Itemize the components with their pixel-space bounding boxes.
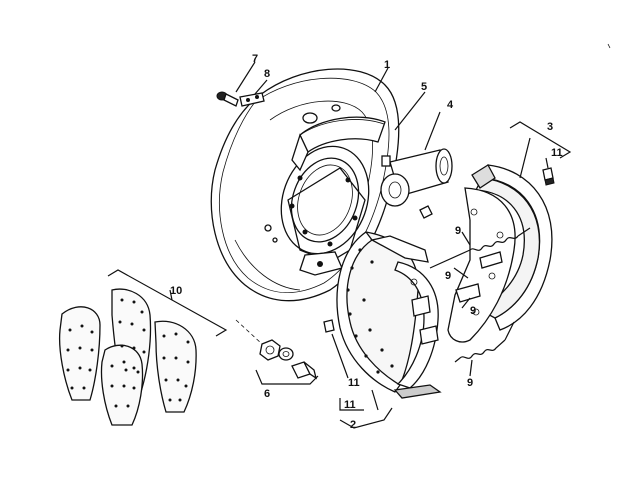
callout-3: 3 [547,121,553,133]
return-spring-lower [454,321,515,363]
callout-8: 8 [264,68,270,80]
adjuster-link [455,251,503,303]
callout-7: 7 [252,53,258,65]
callout-9-b: 9 [445,270,451,282]
callout-9-c: 9 [470,305,476,317]
stray-mark [607,43,611,49]
callout-11-c: 11 [344,399,356,411]
callout-labels: 1 2 3 4 5 6 7 8 9 9 9 9 10 11 11 11 [170,53,563,431]
callout-10: 10 [170,285,182,297]
linings-kit [58,288,197,426]
lock-plate-8 [239,92,265,107]
callout-9-d: 9 [467,377,473,389]
wheel-cylinder [380,148,453,219]
callout-6: 6 [264,388,270,400]
pin-11-right [542,167,555,186]
callout-5: 5 [421,81,427,93]
hub-flange [280,145,370,276]
dust-cover [291,116,386,172]
fastener-set-6 [235,319,318,380]
callout-9-a: 9 [455,225,461,237]
return-spring-upper [429,227,531,269]
callout-2: 2 [350,419,356,431]
pin-11-left [323,319,335,333]
callout-4: 4 [447,99,454,111]
callout-11-a: 11 [551,147,563,159]
callout-1: 1 [384,59,390,71]
callout-11-b: 11 [348,377,360,389]
leader-lines [107,61,572,429]
bolt-7 [216,91,239,107]
left-shoe-assembly [336,231,442,399]
